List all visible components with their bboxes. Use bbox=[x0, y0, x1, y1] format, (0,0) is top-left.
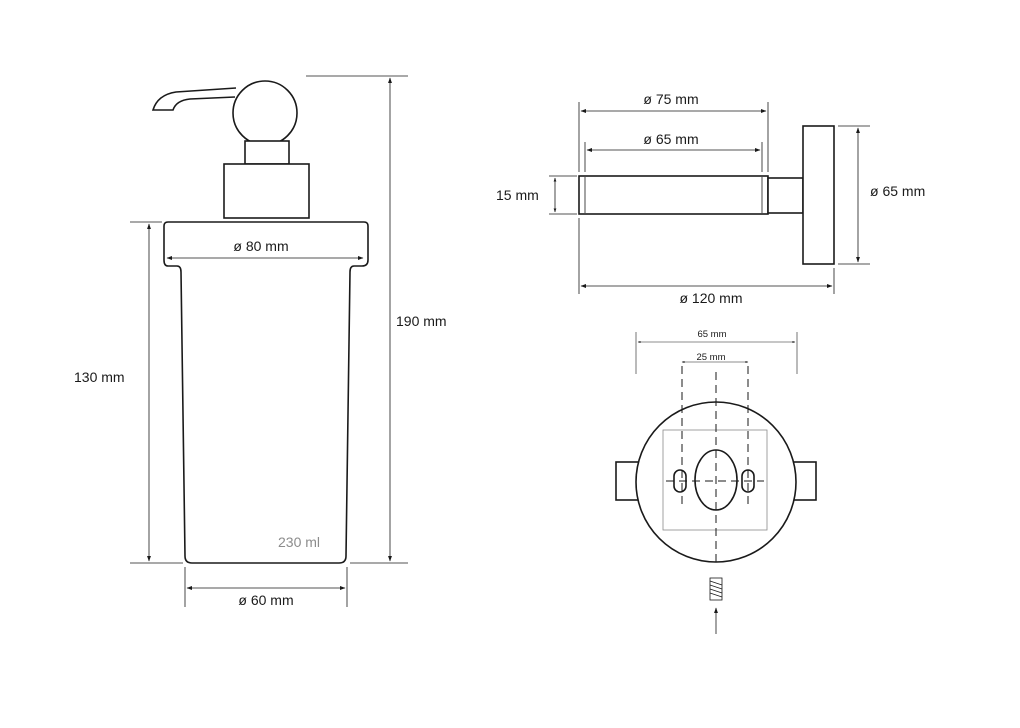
dim-inner-diameter-label: ø 65 mm bbox=[643, 131, 698, 147]
dim-bottom-width-label: ø 60 mm bbox=[238, 592, 293, 608]
dim-hole-spacing-label: 25 mm bbox=[696, 352, 725, 363]
screw-hole-left bbox=[673, 469, 687, 493]
dim-total-height-label: 190 mm bbox=[396, 313, 447, 329]
pump-collar bbox=[223, 163, 310, 219]
holder-arm bbox=[767, 177, 804, 214]
dispenser-drawing: 230 ml ø 80 mm ø 60 mm 130 mm 190 mm bbox=[74, 75, 447, 608]
pump-spout bbox=[151, 87, 237, 111]
dim-thickness-label: 15 mm bbox=[496, 187, 539, 203]
dim-body-height-label: 130 mm bbox=[74, 369, 125, 385]
screw-hole-right bbox=[741, 469, 755, 493]
dim-plate-width-label: 65 mm bbox=[697, 329, 726, 340]
dim-outer-diameter-label: ø 75 mm bbox=[643, 91, 698, 107]
wall-plate bbox=[802, 125, 835, 265]
volume-label: 230 ml bbox=[278, 534, 320, 550]
container-body bbox=[163, 221, 369, 564]
mount-view-drawing: 65 mm 25 mm bbox=[615, 329, 817, 634]
screw-icon bbox=[709, 577, 723, 601]
mount-bracket-outline bbox=[662, 429, 768, 531]
dim-projection-label: ø 120 mm bbox=[679, 290, 742, 306]
holder-ring bbox=[578, 175, 769, 215]
dim-top-width-label: ø 80 mm bbox=[233, 238, 288, 254]
pump-neck bbox=[244, 140, 290, 165]
pump-head bbox=[232, 80, 298, 146]
side-view-drawing: ø 75 mm ø 65 mm 15 mm ø 65 mm ø 120 mm bbox=[496, 91, 925, 306]
dim-plate-diameter-label: ø 65 mm bbox=[870, 183, 925, 199]
